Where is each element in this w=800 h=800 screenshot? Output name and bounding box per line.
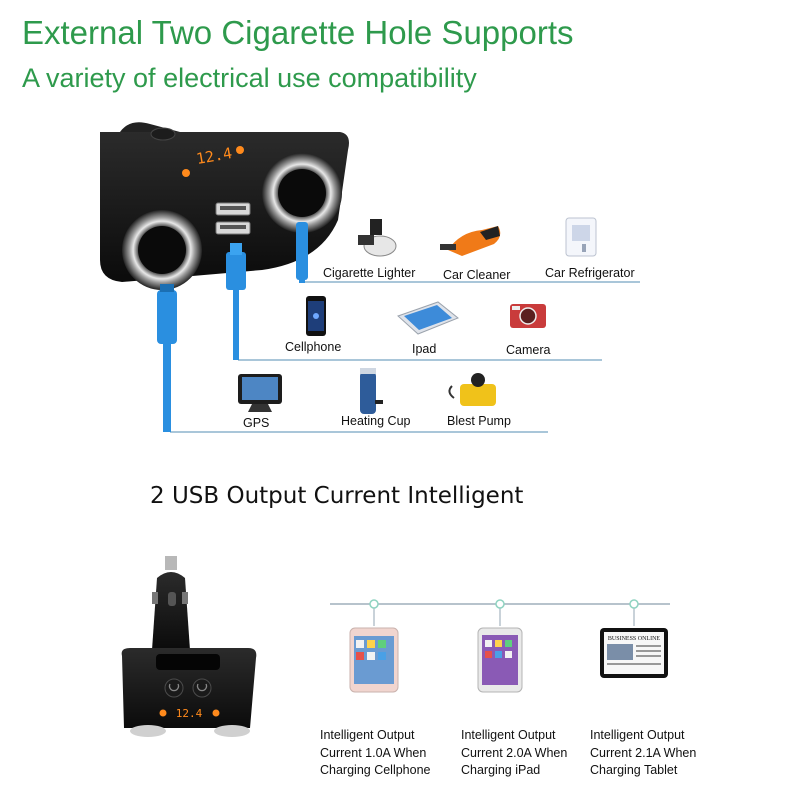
heating-cup-icon <box>360 368 383 414</box>
device-display: 12.4 <box>195 144 234 168</box>
caption-line: Charging iPad <box>461 763 541 777</box>
cigarette-lighter-icon <box>358 219 397 257</box>
caption-line: Intelligent Output <box>320 728 415 742</box>
blue-cables <box>157 222 308 432</box>
ipad-icon <box>397 301 459 335</box>
label-car-cleaner: Car Cleaner <box>443 268 511 282</box>
label-gps: GPS <box>243 416 270 430</box>
output-ipad-icon <box>477 627 523 693</box>
caption-cellphone: Intelligent Output Current 1.0A When Cha… <box>320 727 470 780</box>
caption-line: Charging Cellphone <box>320 763 431 777</box>
caption-line: Charging Tablet <box>590 763 678 777</box>
label-heating-cup: Heating Cup <box>341 414 411 428</box>
car-refrigerator-icon <box>565 217 597 257</box>
caption-line: Current 2.0A When <box>461 745 568 760</box>
caption-tablet: Intelligent Output Current 2.1A When Cha… <box>590 727 740 780</box>
car-cleaner-icon <box>440 226 501 256</box>
indicator-light-left <box>182 169 190 177</box>
caption-line: Intelligent Output <box>590 728 685 742</box>
camera-icon <box>510 304 546 328</box>
air-pump-icon <box>448 373 496 406</box>
label-cigarette-lighter: Cigarette Lighter <box>323 266 416 280</box>
connector-lines <box>170 281 640 433</box>
tablet-headline: BUSINESS ONLINE <box>608 636 661 642</box>
label-camera: Camera <box>506 343 551 357</box>
power-button-right <box>192 678 212 698</box>
charger-device: 12.4 <box>121 556 257 737</box>
cellphone-icon <box>306 296 326 336</box>
gps-icon <box>238 374 282 412</box>
indicator-light-right <box>236 146 244 154</box>
caption-line: Intelligent Output <box>461 728 556 742</box>
charger-display: 12.4 <box>176 707 203 720</box>
label-car-refrigerator: Car Refrigerator <box>545 266 635 280</box>
caption-line: Current 2.1A When <box>590 745 697 760</box>
label-cellphone: Cellphone <box>285 340 342 354</box>
splitter-device: 12.4 <box>100 122 349 290</box>
output-connector <box>330 599 670 626</box>
output-phone-icon <box>349 627 399 693</box>
label-blest-pump: Blest Pump <box>447 414 511 428</box>
section-title: 2 USB Output Current Intelligent <box>150 483 524 509</box>
caption-line: Current 1.0A When <box>320 745 427 760</box>
label-ipad: Ipad <box>412 342 437 356</box>
headline-title: External Two Cigarette Hole Supports <box>22 14 574 51</box>
caption-ipad: Intelligent Output Current 2.0A When Cha… <box>461 727 611 780</box>
headline-subtitle: A variety of electrical use compatibilit… <box>22 63 477 93</box>
output-tablet-icon: BUSINESS ONLINE <box>600 628 668 678</box>
power-button-left <box>164 678 184 698</box>
